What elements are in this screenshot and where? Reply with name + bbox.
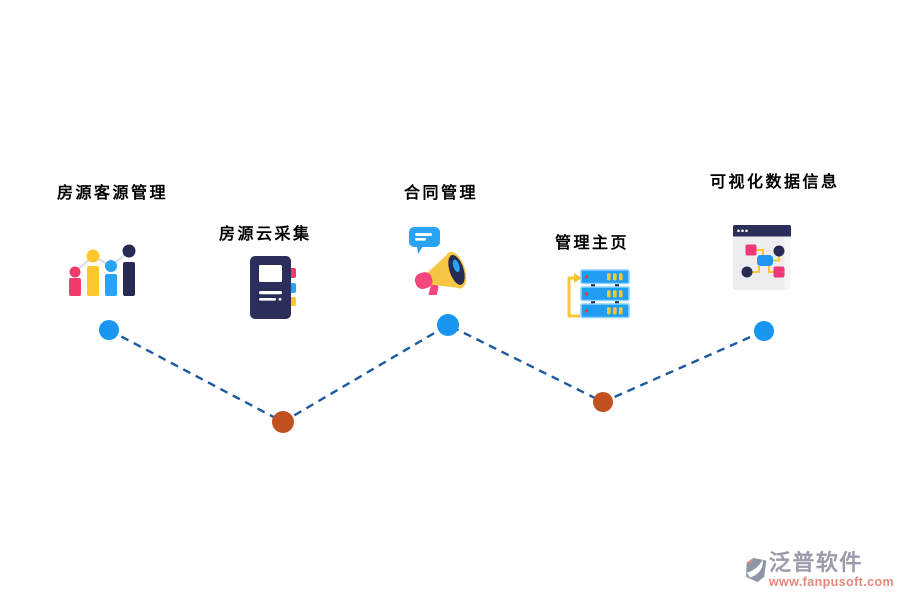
bar-chart-icon [69,244,136,296]
watermark-url: www.fanpusoft.com [768,575,894,589]
step-5-label: 可视化数据信息 [710,174,840,191]
browser-flowchart-icon [733,225,791,290]
step-dot-2 [272,411,294,433]
step-dot-5 [754,321,774,341]
step-2-label: 房源云采集 [219,226,312,243]
fanpu-logo-icon [746,557,767,583]
step-dot-4 [593,392,613,412]
step-dot-3 [437,314,459,336]
dashed-line [108,323,765,424]
notebook-icon [250,256,296,319]
step-3-label: 合同管理 [404,185,479,202]
megaphone-icon [409,227,467,295]
server-stack-icon [567,269,630,319]
watermark-brand: 泛普软件 [768,550,863,575]
step-dot-1 [99,320,119,340]
step-1-label: 房源客源管理 [57,185,169,202]
step-4-label: 管理主页 [555,235,630,252]
watermark: 泛普软件 www.fanpusoft.com [744,551,894,589]
